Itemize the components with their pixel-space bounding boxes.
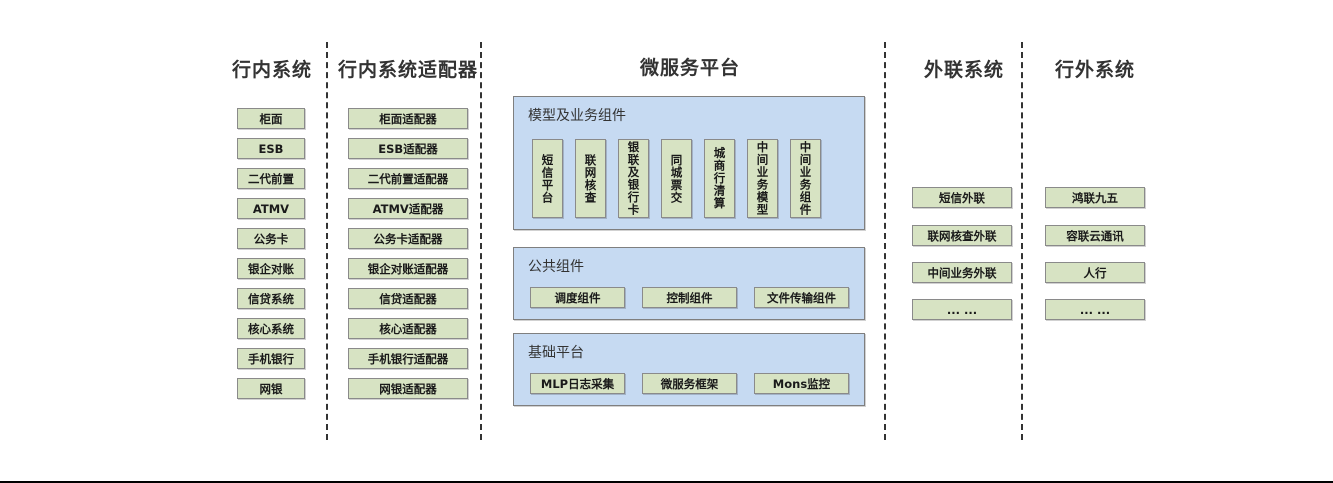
list-item[interactable]: 控制组件	[642, 287, 737, 308]
list-item-label: 短信平台	[540, 153, 555, 204]
list-item-vertical[interactable]: 联网核查	[575, 139, 606, 218]
panel-base-platform: 基础平台	[513, 333, 865, 406]
list-item-label: 城商行清算	[712, 147, 727, 210]
list-item-vertical[interactable]: 中间业务组件	[790, 139, 821, 218]
panel-title: 模型及业务组件	[528, 108, 626, 124]
list-item-label: 银联及银行卡	[626, 141, 641, 216]
list-item-vertical[interactable]: 同城票交	[661, 139, 692, 218]
separator-4	[1021, 42, 1023, 440]
panel-title: 公共组件	[528, 259, 584, 275]
list-item[interactable]: 二代前置	[237, 168, 305, 189]
list-item[interactable]: 网银	[237, 378, 305, 399]
list-item[interactable]: 核心系统	[237, 318, 305, 339]
list-item[interactable]: ATMV	[237, 198, 305, 219]
list-item[interactable]: 容联云通讯	[1045, 225, 1145, 246]
list-item[interactable]: 中间业务外联	[912, 262, 1012, 283]
column-header-internal-systems: 行内系统	[231, 59, 312, 81]
list-item[interactable]: 公务卡	[237, 228, 305, 249]
list-item[interactable]: 调度组件	[530, 287, 625, 308]
list-item[interactable]: 银企对账适配器	[348, 258, 468, 279]
list-item[interactable]: 网银适配器	[348, 378, 468, 399]
list-item[interactable]: 鸿联九五	[1045, 187, 1145, 208]
list-item[interactable]: 二代前置适配器	[348, 168, 468, 189]
list-item[interactable]: 银企对账	[237, 258, 305, 279]
list-item[interactable]: ESB适配器	[348, 138, 468, 159]
list-item[interactable]: 人行	[1045, 262, 1145, 283]
list-item[interactable]: 柜面适配器	[348, 108, 468, 129]
list-item[interactable]: 核心适配器	[348, 318, 468, 339]
list-item[interactable]: MLP日志采集	[530, 373, 625, 394]
separator-3	[884, 42, 886, 440]
list-item[interactable]: ESB	[237, 138, 305, 159]
separator-2	[480, 42, 482, 440]
separator-1	[326, 42, 328, 440]
column-header-internal-adapters: 行内系统适配器	[337, 59, 478, 81]
list-item-vertical[interactable]: 中间业务模型	[747, 139, 778, 218]
list-item[interactable]: ... ...	[912, 299, 1012, 320]
panel-common-components: 公共组件	[513, 247, 865, 320]
list-item[interactable]: 手机银行	[237, 348, 305, 369]
list-item[interactable]: Mons监控	[754, 373, 849, 394]
panel-title: 基础平台	[528, 345, 584, 361]
list-item-vertical[interactable]: 城商行清算	[704, 139, 735, 218]
column-header-microservice-platform: 微服务平台	[639, 57, 740, 79]
list-item[interactable]: ATMV适配器	[348, 198, 468, 219]
list-item-label: 中间业务模型	[755, 141, 770, 216]
list-item[interactable]: 微服务框架	[642, 373, 737, 394]
list-item[interactable]: 公务卡适配器	[348, 228, 468, 249]
list-item-vertical[interactable]: 银联及银行卡	[618, 139, 649, 218]
list-item-vertical[interactable]: 短信平台	[532, 139, 563, 218]
column-header-external-link-systems: 外联系统	[923, 59, 1004, 81]
list-item[interactable]: 短信外联	[912, 187, 1012, 208]
list-item[interactable]: ... ...	[1045, 299, 1145, 320]
list-item[interactable]: 信贷系统	[237, 288, 305, 309]
column-header-outside-systems: 行外系统	[1054, 59, 1135, 81]
list-item[interactable]: 柜面	[237, 108, 305, 129]
list-item[interactable]: 手机银行适配器	[348, 348, 468, 369]
list-item-label: 同城票交	[669, 153, 684, 204]
list-item-label: 中间业务组件	[798, 141, 813, 216]
list-item[interactable]: 信贷适配器	[348, 288, 468, 309]
list-item[interactable]: 文件传输组件	[754, 287, 849, 308]
list-item-label: 联网核查	[583, 153, 598, 204]
list-item[interactable]: 联网核查外联	[912, 225, 1012, 246]
